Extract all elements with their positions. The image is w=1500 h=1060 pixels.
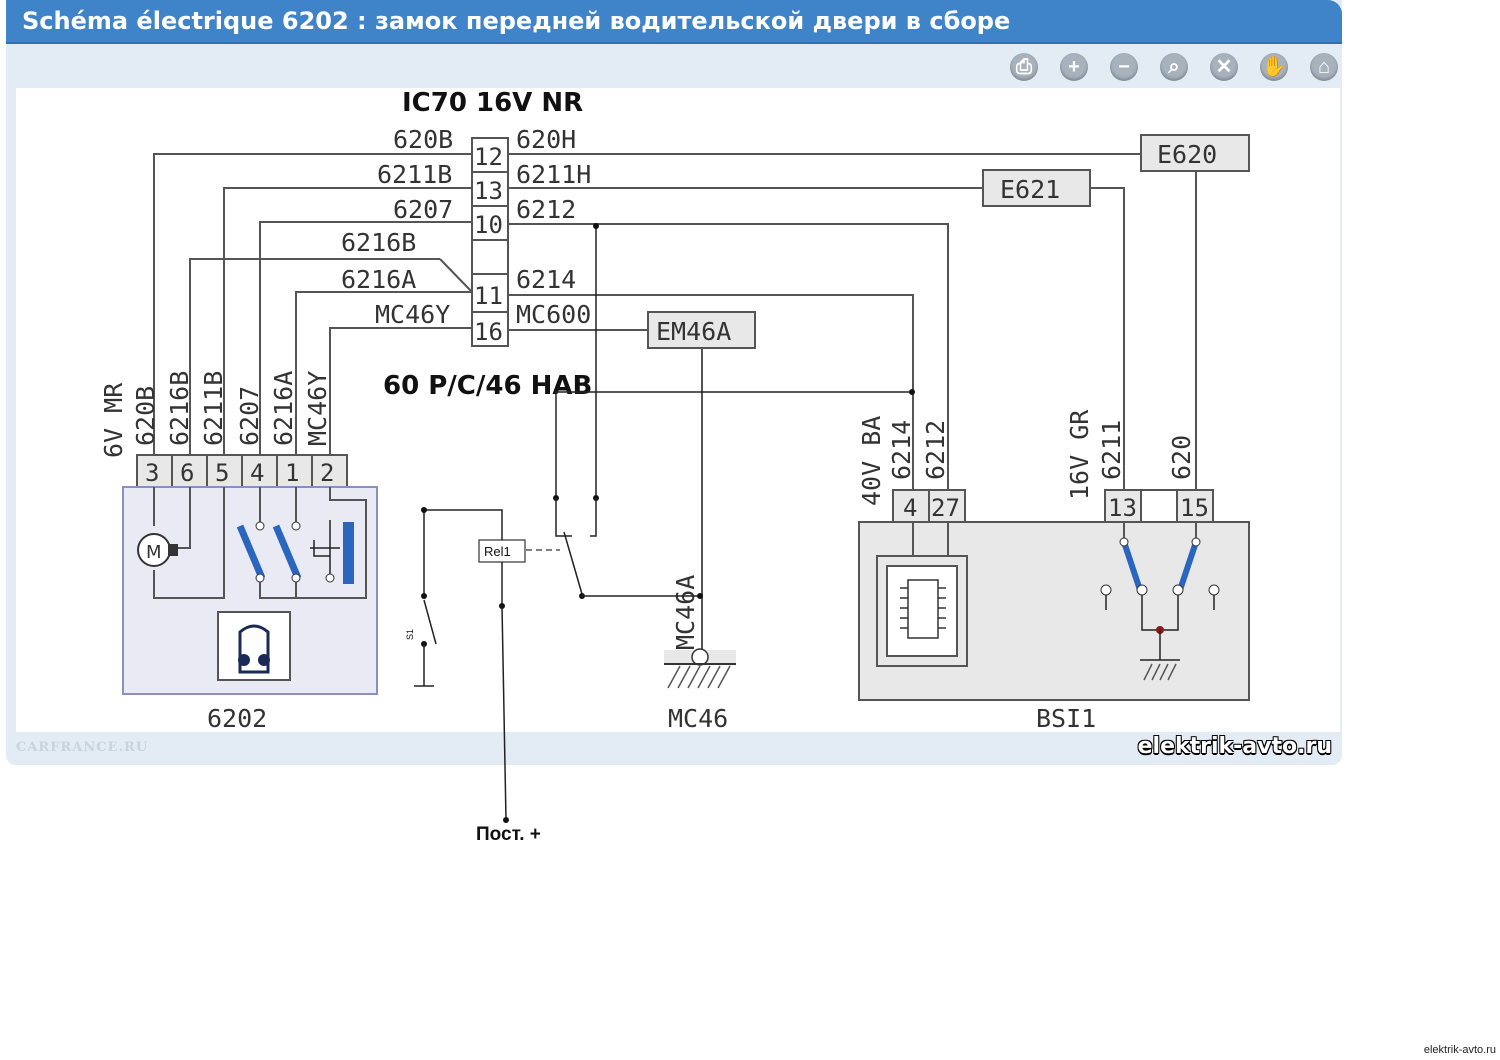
wire-label: MC46Y (303, 371, 332, 446)
brand-watermark: CARFRANCE.RU (16, 740, 149, 755)
mc46-label: MC46 (668, 704, 728, 733)
bsi-b-header: 16V GR (1065, 409, 1094, 500)
lock-connector: 6V MR 620B 6216B 6211B 6207 6216A MC46Y … (99, 371, 348, 488)
supply-label: Пост. + (476, 824, 541, 845)
corner-watermark: elektrik-avto.ru (1423, 1044, 1496, 1056)
wire-label: 6216A (269, 371, 298, 446)
left-wires (153, 153, 473, 455)
em46a-box: EM46A (647, 311, 756, 349)
bsi-pin: 13 (1108, 494, 1137, 522)
svg-text:M: M (146, 542, 162, 563)
pan-hand-icon[interactable]: ✋ (1260, 53, 1288, 81)
lock-header-label: 6V MR (99, 382, 128, 458)
right-wires (508, 153, 1197, 490)
lock-actuator (343, 522, 354, 584)
s1-label: S1 (405, 629, 415, 640)
search-icon[interactable]: ⌕ (1160, 53, 1188, 81)
mc46a-label: MC46A (671, 575, 700, 650)
lock-pin: 2 (320, 459, 334, 487)
home-icon[interactable]: ⌂ (1310, 53, 1338, 81)
connector-pin: 16 (474, 318, 503, 346)
lock-pin: 4 (250, 459, 264, 487)
wire-label: 6216B (341, 228, 416, 257)
chip-icon (907, 579, 939, 639)
car-door-icon (217, 611, 291, 681)
bsi-pin: 4 (903, 494, 917, 522)
lock-pin: 5 (215, 459, 229, 487)
bsi-connector-b: 16V GR 6211 620 13 15 (1065, 409, 1214, 523)
e621-box: E621 (982, 169, 1091, 207)
wire-label: 6216A (341, 265, 416, 294)
zoom-out-icon[interactable]: − (1110, 53, 1138, 81)
site-watermark: elektrik-avto.ru (1137, 734, 1332, 759)
wire-label: 6207 (393, 195, 453, 224)
connector-pin: 10 (474, 211, 503, 239)
toolbar: ⎙ + − ⌕ ✕ ✋ ⌂ (6, 44, 1342, 88)
connector-title: IC70 16V NR (402, 88, 583, 118)
bsi-connector-a: 40V BA 6214 6212 4 27 (857, 416, 966, 523)
wire-label: 6211B (377, 160, 452, 189)
wire-label: 6211H (516, 160, 591, 189)
bsi-body (858, 521, 1250, 701)
em46a-label: EM46A (656, 317, 731, 346)
title-bar: Schéma électrique 6202 : замок передней … (6, 0, 1342, 44)
bsi-a-header: 40V BA (857, 416, 886, 506)
bsi-pin: 15 (1180, 494, 1209, 522)
rel1-label: Rel1 (484, 544, 511, 559)
central-connector: 12 13 10 11 16 (471, 137, 509, 347)
relay-wiring: Rel1 S1 (405, 223, 915, 823)
connector-subtitle: 60 P/C/46 HAB (383, 371, 592, 401)
e621-label: E621 (1000, 175, 1060, 204)
connector-pin: 13 (474, 177, 503, 205)
wire-label: 6216B (165, 371, 194, 446)
zoom-in-icon[interactable]: + (1060, 53, 1088, 81)
e620-box: E620 (1140, 134, 1250, 172)
wire-label: 6211 (1097, 420, 1126, 480)
wire-label: 6214 (516, 265, 576, 294)
wire-label: 620H (516, 125, 576, 154)
wire-label: 620B (393, 125, 453, 154)
wire-label: 6214 (887, 420, 916, 480)
connector-pin: 12 (474, 143, 503, 171)
window-title: Schéma électrique 6202 : замок передней … (22, 7, 1011, 35)
e620-label: E620 (1157, 140, 1217, 169)
switch-blade (272, 524, 302, 580)
lock-body: M (122, 486, 378, 695)
bsi-relay-blade (1177, 541, 1199, 591)
lock-pin: 6 (180, 459, 194, 487)
wire-label: 6211B (199, 371, 228, 446)
wire-label: 6212 (921, 420, 950, 480)
wire-label: 620 (1167, 435, 1196, 480)
wire-label: 6207 (235, 386, 264, 446)
wire-label: 6212 (516, 195, 576, 224)
wire-label: 620B (131, 386, 160, 446)
ground-mc46 (664, 648, 736, 689)
connector-pin: 11 (474, 282, 503, 310)
lock-pin: 1 (285, 459, 299, 487)
lock-pin: 3 (145, 459, 159, 487)
lock-label: 6202 (207, 704, 267, 733)
switch-blade (236, 524, 266, 580)
wire-label: MC46Y (375, 300, 450, 329)
print-icon[interactable]: ⎙ (1010, 53, 1038, 81)
wire-label: MC600 (516, 300, 591, 329)
bsi-pin: 27 (931, 494, 960, 522)
bsi-relay-blade (1121, 541, 1143, 591)
fit-icon[interactable]: ✕ (1210, 53, 1238, 81)
bsi-label: BSI1 (1036, 704, 1096, 733)
